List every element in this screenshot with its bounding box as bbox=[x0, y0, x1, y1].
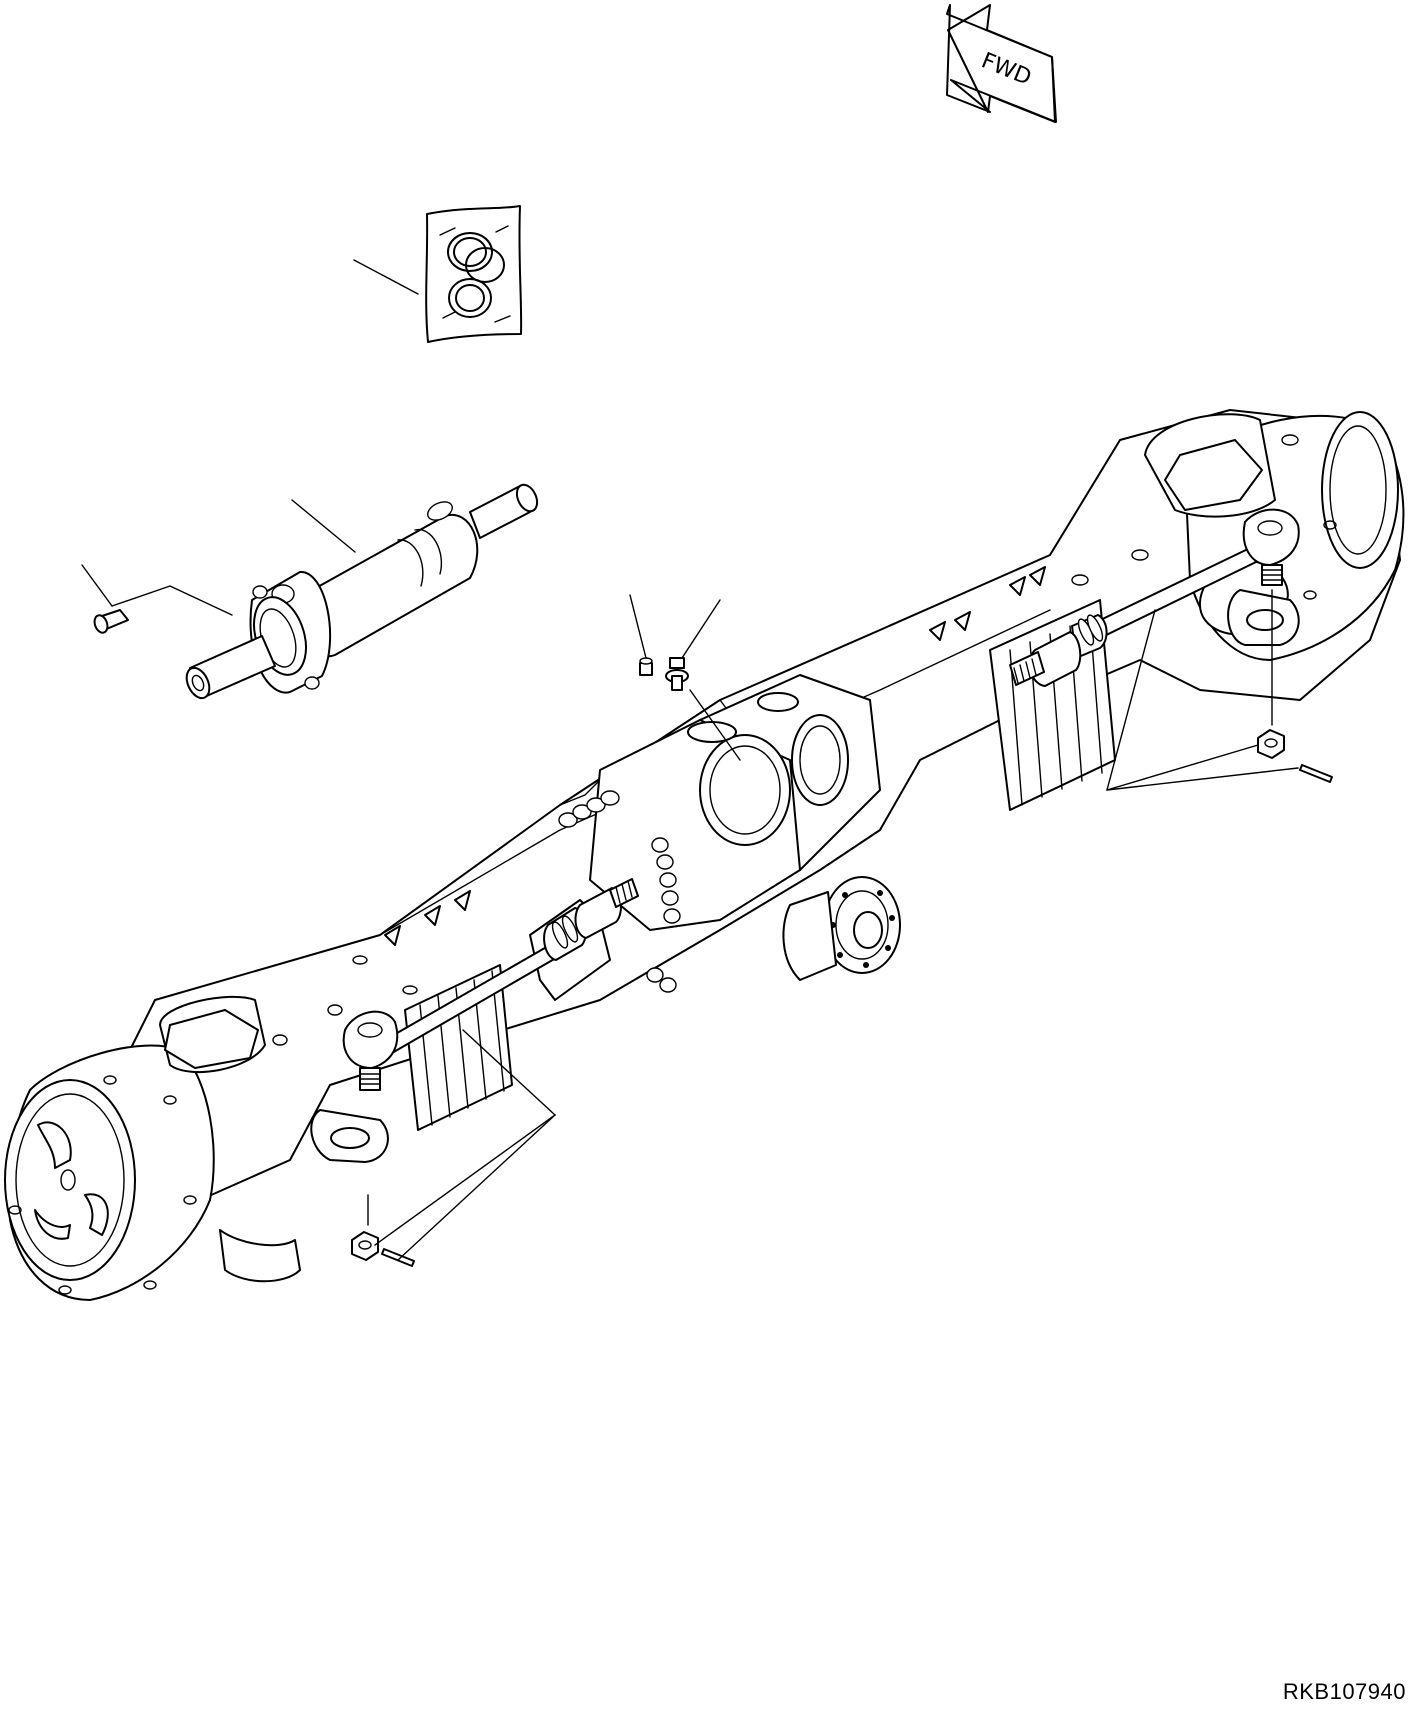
fwd-arrow-icon: FWD bbox=[947, 5, 1056, 122]
grease-fitting-icon bbox=[640, 658, 652, 675]
tie-rod-right bbox=[1010, 510, 1332, 782]
tie-rod-left bbox=[344, 879, 638, 1266]
drawing-number: RKB107940 bbox=[1282, 1679, 1406, 1704]
leader-lines bbox=[82, 260, 1298, 1260]
axle-housing bbox=[5, 410, 1403, 1300]
seal-kit-icon bbox=[426, 206, 521, 342]
bolt-row bbox=[559, 791, 680, 992]
mounting-bolt-icon bbox=[92, 610, 128, 635]
relief-valve-icon bbox=[666, 658, 688, 690]
steering-cylinder bbox=[182, 482, 541, 702]
